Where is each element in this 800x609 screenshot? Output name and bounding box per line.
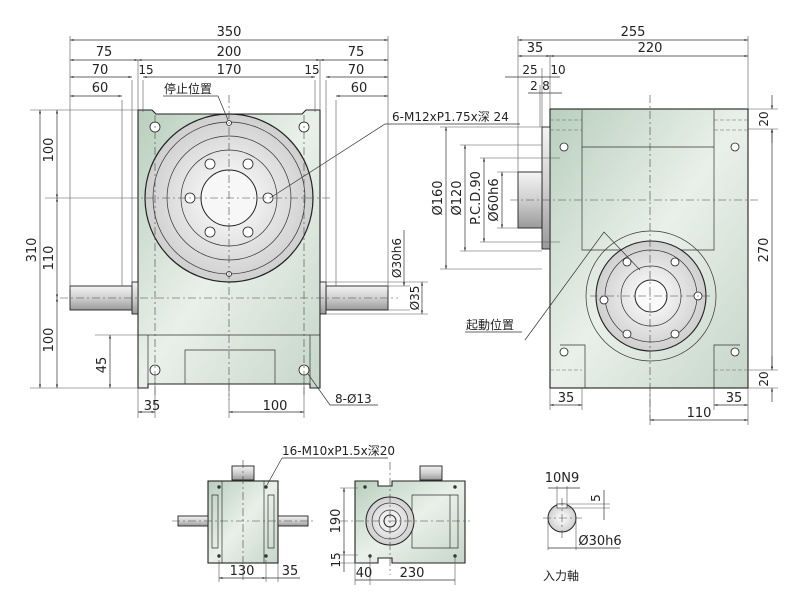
dim-15-small: 15 <box>329 552 343 567</box>
front-dimensions: 350 75 200 75 70 15 170 15 70 60 60 停止位置… <box>25 25 520 418</box>
dim-35-br: 35 <box>726 391 743 406</box>
dim-2: 2 <box>530 79 538 93</box>
dim-100-lower: 100 <box>42 328 57 353</box>
dim-75-left: 75 <box>96 45 113 60</box>
dim-110: 110 <box>42 246 57 271</box>
dim-8: 8 <box>542 79 550 93</box>
dim-35-bl: 35 <box>558 391 575 406</box>
dim-35: 35 <box>144 399 161 414</box>
dim-255: 255 <box>621 25 646 40</box>
dim-160: Ø160 <box>431 180 446 215</box>
dim-40: 40 <box>356 566 373 581</box>
dim-key-depth: 5 <box>589 494 603 502</box>
dim-110-side: 110 <box>687 406 712 421</box>
side-flange <box>541 126 551 250</box>
dim-190: 190 <box>329 509 344 534</box>
dim-220: 220 <box>638 41 663 56</box>
dim-pcd: P.C.D.90 <box>469 171 484 225</box>
dim-70-right: 70 <box>348 63 365 78</box>
dim-100-upper: 100 <box>42 138 57 163</box>
dim-20-top: 20 <box>757 111 771 126</box>
dim-15-right: 15 <box>304 63 319 77</box>
small-view-2: 190 15 40 230 <box>329 462 470 585</box>
dim-310: 310 <box>25 238 40 263</box>
stop-position-label: 停止位置 <box>164 81 212 96</box>
small-view-1: 16-M10xP1.5x深20 130 35 <box>172 444 395 582</box>
dim-shaft-dia-small: Ø30h6 <box>578 534 621 549</box>
dim-35-small: 35 <box>282 564 299 579</box>
dim-60-right: 60 <box>351 81 368 96</box>
hole-callout: 8-Ø13 <box>335 392 372 406</box>
dim-230: 230 <box>400 566 425 581</box>
dim-70-left: 70 <box>92 63 109 78</box>
dim-130: 130 <box>230 564 255 579</box>
dim-shaft-dia: Ø30h6 <box>390 238 404 278</box>
dim-35-side: 35 <box>527 41 544 56</box>
dim-170: 170 <box>217 63 242 78</box>
dim-15-left: 15 <box>138 63 153 77</box>
side-dimensions: 255 35 220 25 10 2 8 Ø160 Ø120 P.C.D.90 … <box>431 25 778 425</box>
dim-75-right: 75 <box>348 45 365 60</box>
dim-20-bottom: 20 <box>757 371 771 386</box>
dim-100-bottom: 100 <box>263 399 288 414</box>
dim-45: 45 <box>95 357 110 374</box>
thread-callout: 6-M12xP1.75x深 24 <box>392 110 509 124</box>
dim-120: Ø120 <box>450 180 465 215</box>
start-position-label: 起動位置 <box>466 317 514 332</box>
front-view <box>60 95 398 400</box>
dim-60h6: Ø60h6 <box>487 178 502 221</box>
dim-270: 270 <box>757 238 772 263</box>
side-view <box>510 95 760 420</box>
dim-10: 10 <box>550 63 565 77</box>
table-bolt-holes <box>184 158 274 238</box>
thread-callout-small: 16-M10xP1.5x深20 <box>282 444 395 458</box>
dim-350: 350 <box>217 25 242 40</box>
dim-key: 10N9 <box>545 471 580 486</box>
input-shaft-section: 10N9 5 Ø30h6 入力軸 <box>543 471 622 583</box>
dim-25: 25 <box>522 63 537 77</box>
dim-boss-dia: Ø35 <box>408 286 422 311</box>
dim-60-left: 60 <box>92 81 109 96</box>
dim-200: 200 <box>217 45 242 60</box>
input-shaft-title: 入力軸 <box>543 569 579 583</box>
